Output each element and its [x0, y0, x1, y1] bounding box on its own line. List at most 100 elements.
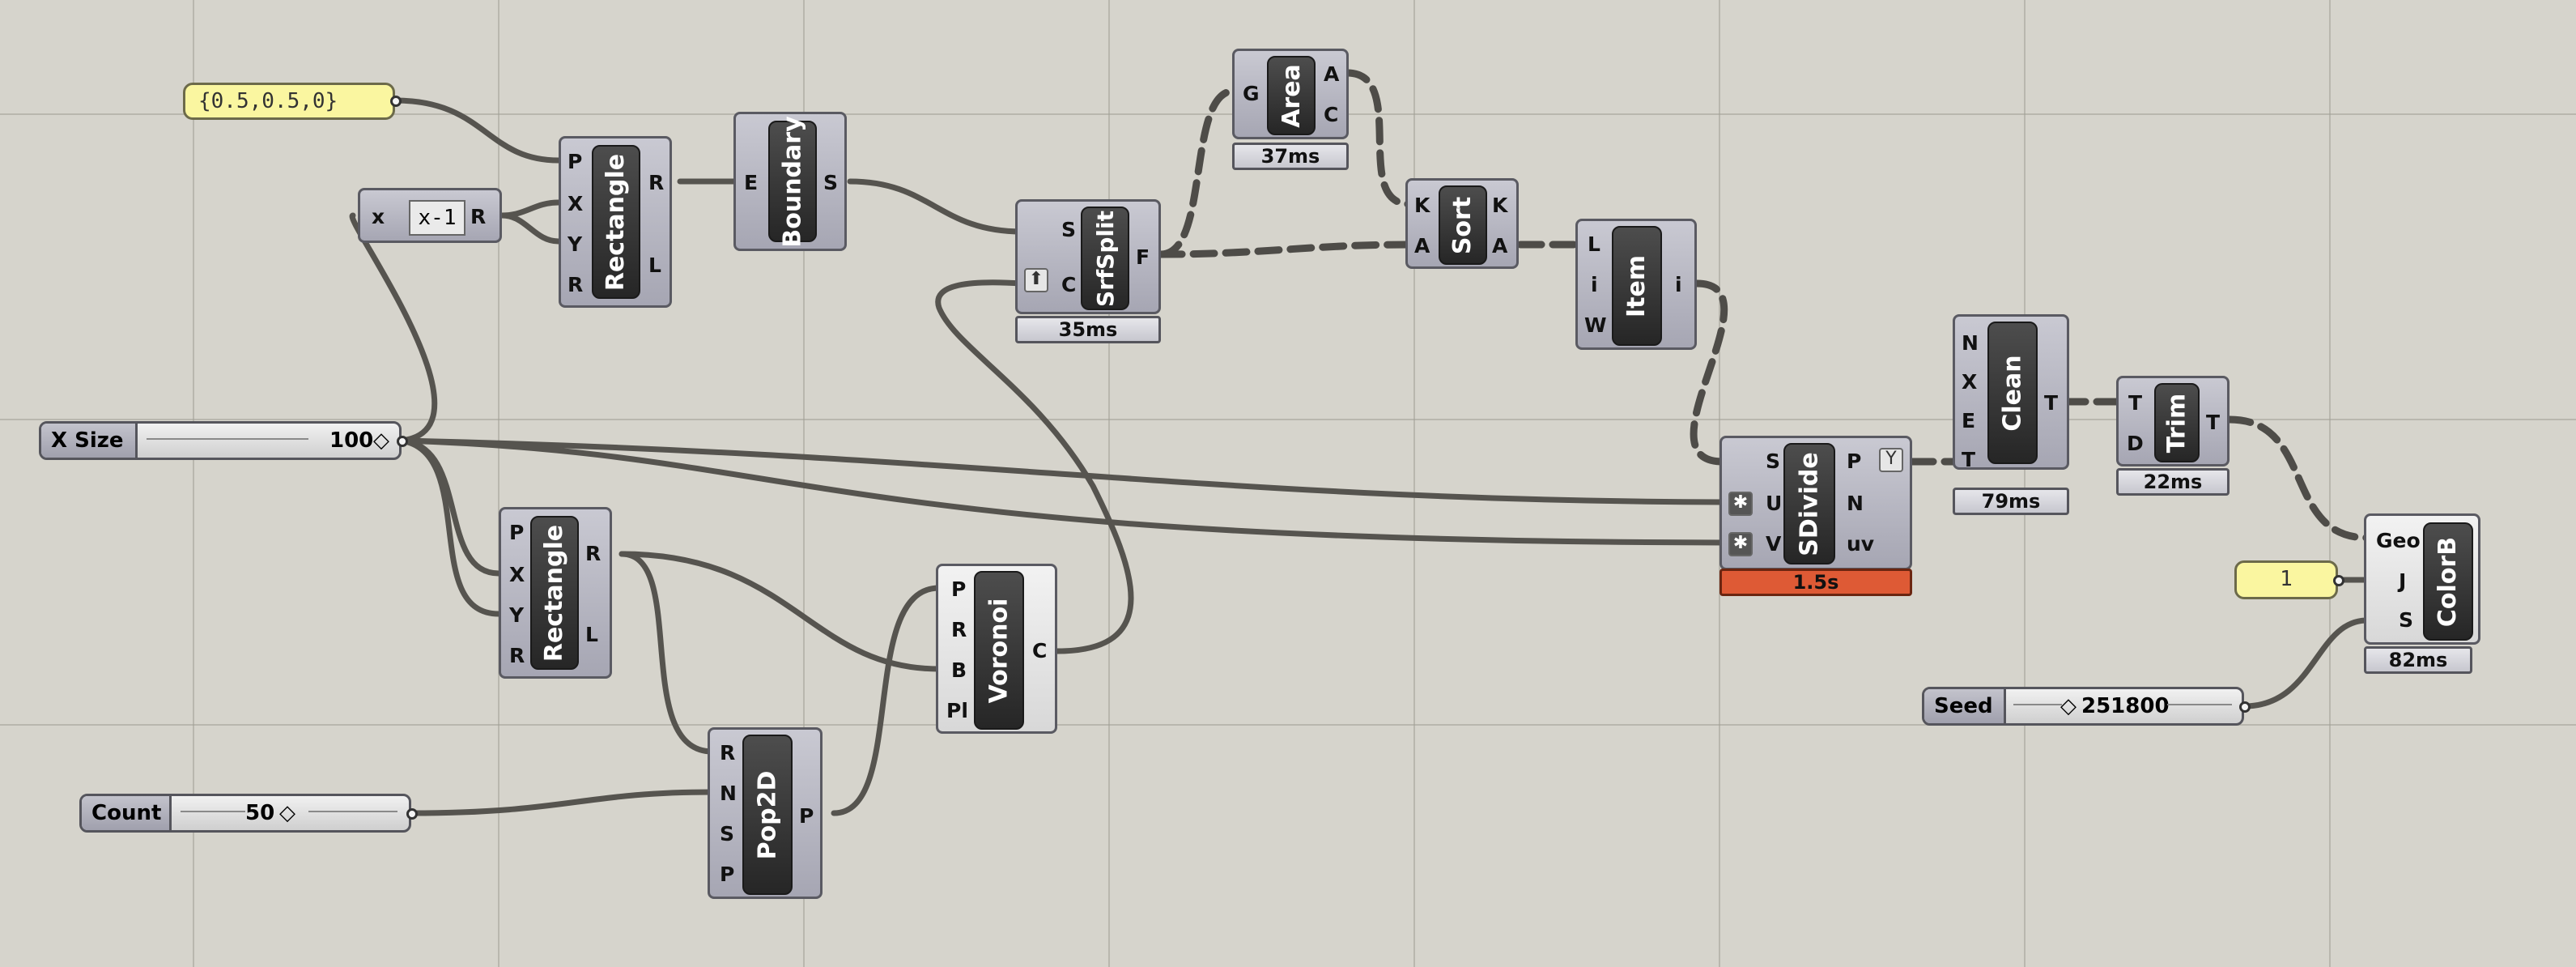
colorb-input-s[interactable]: S — [2399, 608, 2414, 632]
point-panel[interactable]: {0.5,0.5,0} — [183, 83, 395, 120]
srfsplit-output-f[interactable]: F — [1136, 245, 1150, 269]
sdivide-input-u[interactable]: U — [1766, 492, 1783, 515]
sort-component[interactable]: K A Sort K A — [1405, 178, 1519, 269]
trim-component[interactable]: T D Trim T — [2116, 376, 2230, 466]
clean-output-t[interactable]: T — [2044, 391, 2059, 415]
rect1-input-r[interactable]: R — [567, 273, 584, 296]
clean-input-x[interactable]: X — [1962, 370, 1978, 394]
pop2d-input-r[interactable]: R — [720, 741, 736, 765]
seed-slider-grip-icon[interactable]: ◇ — [2060, 694, 2077, 718]
rect2-output-l[interactable]: L — [585, 623, 598, 646]
expression-input-x[interactable]: x — [372, 205, 385, 228]
trim-input-d[interactable]: D — [2127, 432, 2144, 455]
expression-component[interactable]: x x-1 R — [358, 188, 502, 243]
trim-output-t[interactable]: T — [2206, 411, 2221, 434]
clean-input-t[interactable]: T — [1962, 448, 1976, 471]
sdivide-name-tab[interactable]: SDivide — [1783, 443, 1835, 564]
rect2-input-r[interactable]: R — [509, 644, 525, 667]
area-output-a[interactable]: A — [1324, 62, 1340, 86]
sort-output-k[interactable]: K — [1492, 194, 1508, 217]
pop2d-input-s[interactable]: S — [720, 822, 735, 846]
sort-name-tab[interactable]: Sort — [1439, 185, 1487, 265]
count-slider-grip-icon[interactable]: ◇ — [279, 801, 295, 825]
sort-output-a[interactable]: A — [1492, 234, 1508, 258]
item-input-l[interactable]: L — [1588, 232, 1600, 256]
boundary-component[interactable]: E Boundary S — [733, 112, 847, 251]
xsize-slider-grip-icon[interactable]: ◇ — [373, 428, 389, 453]
xsize-slider-track[interactable] — [147, 438, 308, 440]
boundary-input-e[interactable]: E — [744, 171, 759, 194]
trim-name-tab[interactable]: Trim — [2154, 383, 2200, 462]
sort-input-k[interactable]: K — [1414, 194, 1430, 217]
voronoi-output-c[interactable]: C — [1032, 639, 1048, 662]
rect1-output-r[interactable]: R — [648, 171, 665, 194]
rect1-input-p[interactable]: P — [567, 150, 583, 173]
area-component[interactable]: G Area A C — [1232, 49, 1349, 139]
item-input-w[interactable]: W — [1584, 313, 1607, 337]
sdivide-input-v[interactable]: V — [1766, 532, 1782, 556]
voronoi-component[interactable]: P R B Pl Voronoi C — [936, 564, 1057, 734]
rect2-input-x[interactable]: X — [509, 563, 525, 586]
sort-input-a[interactable]: A — [1414, 234, 1430, 258]
sdivide-component[interactable]: S ✱ U ✱ V SDivide P Y N uv — [1719, 436, 1912, 570]
colorb-name-tab[interactable]: ColorB — [2423, 522, 2473, 641]
rectangle-component-2[interactable]: P X Y R Rectangle R L — [499, 507, 612, 679]
item-output-i[interactable]: i — [1675, 273, 1682, 296]
count-slider-track-right[interactable] — [308, 811, 397, 812]
colorb-component[interactable]: Geo J S ColorB — [2364, 513, 2480, 645]
item-component[interactable]: L i W Item i — [1575, 219, 1697, 350]
sdivide-output-n[interactable]: N — [1847, 492, 1864, 515]
rect1-input-x[interactable]: X — [567, 192, 584, 215]
point-panel-output-grip[interactable] — [390, 96, 402, 107]
count-slider[interactable]: Count 50 ◇ — [79, 794, 411, 833]
pop2d-output-p[interactable]: P — [799, 804, 814, 828]
pop2d-name-tab[interactable]: Pop2D — [742, 735, 793, 895]
item-input-i[interactable]: i — [1591, 273, 1598, 296]
rect2-input-p[interactable]: P — [509, 521, 525, 544]
xsize-slider[interactable]: X Size 100 ◇ — [39, 421, 402, 460]
seed-slider-track-right[interactable] — [2167, 704, 2232, 705]
rect1-input-y[interactable]: Y — [567, 232, 583, 256]
voronoi-name-tab[interactable]: Voronoi — [974, 571, 1024, 730]
pop2d-input-n[interactable]: N — [720, 782, 737, 805]
trim-input-t[interactable]: T — [2128, 391, 2143, 415]
sdivide-output-p[interactable]: P — [1847, 449, 1862, 473]
colorb-input-j[interactable]: J — [2399, 569, 2407, 593]
sdivide-input-s[interactable]: S — [1766, 449, 1781, 473]
area-name-tab[interactable]: Area — [1267, 56, 1316, 135]
clean-input-e[interactable]: E — [1962, 409, 1976, 432]
seed-slider[interactable]: Seed ◇ 251800 — [1922, 687, 2244, 726]
count-slider-track-left[interactable] — [181, 811, 245, 812]
item-name-tab[interactable]: Item — [1612, 226, 1662, 346]
srfsplit-input-s[interactable]: S — [1061, 218, 1077, 241]
pop2d-input-p[interactable]: P — [720, 863, 735, 886]
seed-output-grip[interactable] — [2239, 701, 2251, 713]
srfsplit-input-c[interactable]: C — [1061, 273, 1077, 296]
clean-component[interactable]: N X E T Clean T — [1953, 314, 2069, 471]
area-output-c[interactable]: C — [1324, 103, 1339, 126]
jitter-panel[interactable]: 1 — [2234, 560, 2338, 599]
seed-slider-track-left[interactable] — [2013, 704, 2062, 705]
voronoi-input-p[interactable]: P — [951, 577, 967, 601]
rectangle-component-1[interactable]: P X Y R Rectangle R L — [559, 136, 672, 308]
rect2-input-y[interactable]: Y — [509, 603, 525, 627]
jitter-output-grip[interactable] — [2333, 575, 2344, 586]
voronoi-input-r[interactable]: R — [951, 618, 967, 641]
colorb-input-geo[interactable]: Geo — [2376, 529, 2421, 552]
sdivide-output-uv[interactable]: uv — [1847, 532, 1875, 556]
rect2-output-r[interactable]: R — [585, 542, 601, 565]
expression-output-r[interactable]: R — [470, 205, 487, 228]
xsize-output-grip[interactable] — [397, 436, 408, 447]
count-output-grip[interactable] — [406, 808, 418, 820]
clean-name-tab[interactable]: Clean — [1987, 322, 2038, 464]
voronoi-input-b[interactable]: B — [951, 658, 967, 682]
srfsplit-name-tab[interactable]: SrfSplit — [1081, 207, 1129, 310]
rect1-output-l[interactable]: L — [648, 253, 661, 277]
boundary-name-tab[interactable]: Boundary — [768, 116, 817, 247]
pop2d-component[interactable]: R N S P Pop2D P — [708, 727, 823, 899]
srfsplit-component[interactable]: S ⬆ C SrfSplit F — [1015, 199, 1161, 314]
area-input-g[interactable]: G — [1243, 82, 1260, 105]
rect2-name-tab[interactable]: Rectangle — [530, 516, 579, 670]
clean-input-n[interactable]: N — [1962, 331, 1979, 355]
voronoi-input-pl[interactable]: Pl — [946, 699, 968, 722]
